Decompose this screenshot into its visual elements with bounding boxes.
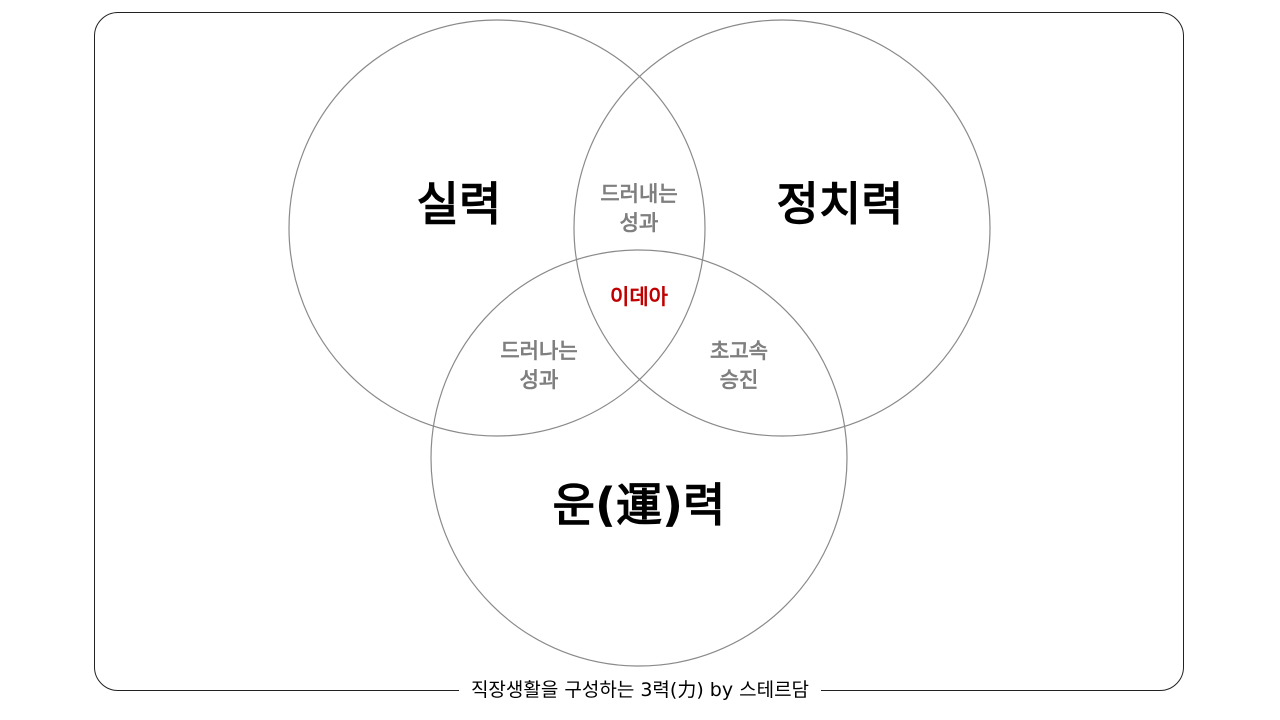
skill-politics-overlap-line1: 드러내는 xyxy=(600,182,677,206)
luck-label: 운(運)력 xyxy=(553,478,726,532)
politics-luck-overlap-line2: 승진 xyxy=(720,368,759,392)
skill-label: 실력 xyxy=(417,177,502,231)
skill-politics-overlap-line2: 성과 xyxy=(620,211,659,235)
politics-label: 정치력 xyxy=(777,177,904,231)
skill-circle xyxy=(288,19,706,437)
politics-luck-overlap-line1: 초고속 xyxy=(710,339,768,363)
luck-circle xyxy=(430,249,848,667)
caption: 직장생활을 구성하는 3력(力) by 스테르담 xyxy=(0,676,1280,705)
skill-luck-overlap-line2: 성과 xyxy=(520,368,559,392)
politics-circle xyxy=(573,19,991,437)
center-overlap-label: 이데아 xyxy=(610,285,669,309)
caption-text: 직장생활을 구성하는 3력(力) by 스테르담 xyxy=(458,679,822,701)
skill-luck-overlap-line1: 드러나는 xyxy=(500,339,577,363)
